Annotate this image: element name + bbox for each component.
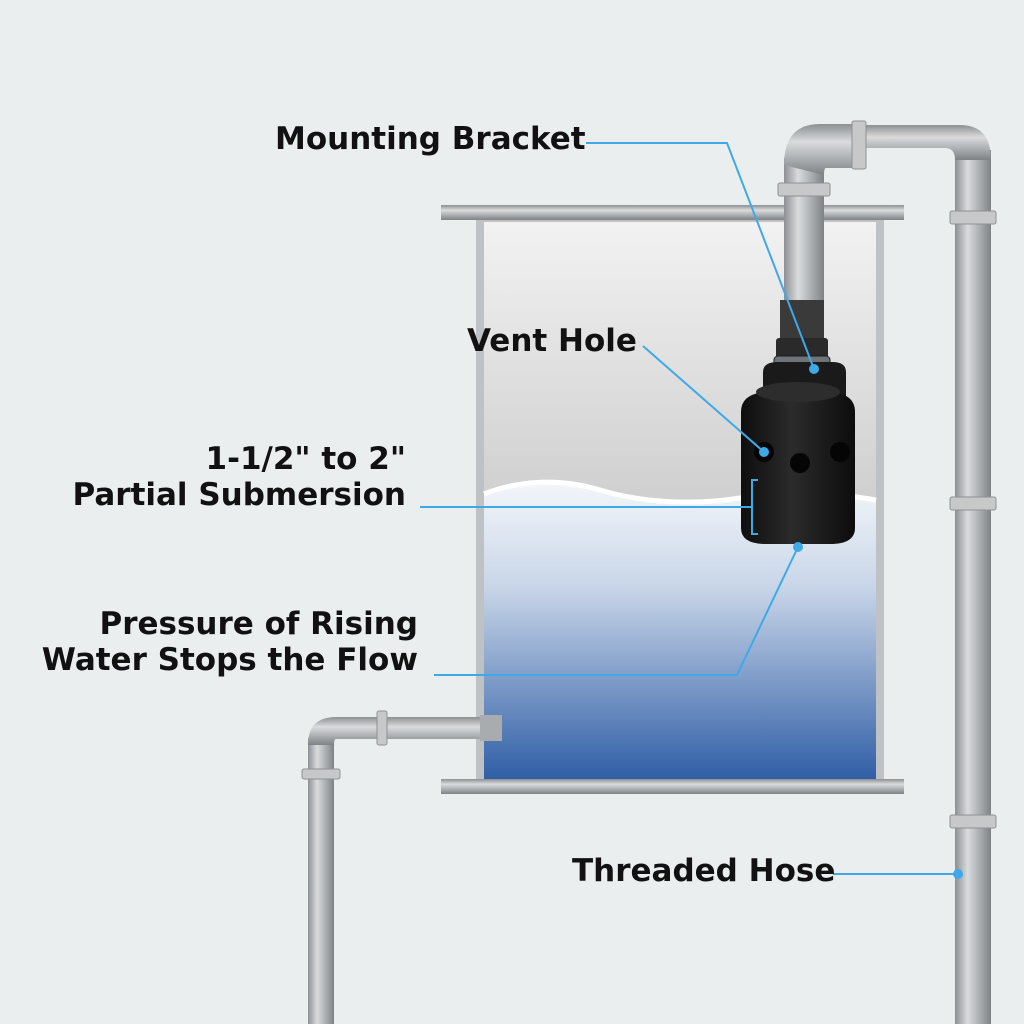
label-submersion-line2: Partial Submersion [72, 477, 406, 513]
float-valve [741, 300, 855, 544]
dot-threaded-hose [953, 869, 963, 879]
tank-top-rim [441, 205, 904, 220]
mounting-pipe [777, 120, 867, 306]
water [484, 482, 876, 780]
leader-vent-hole [642, 345, 765, 453]
dot-mounting-bracket [809, 364, 819, 374]
label-threaded-hose: Threaded Hose [572, 853, 836, 889]
inlet-pipe [301, 710, 502, 1024]
label-pressure-line1: Pressure of Rising [99, 606, 418, 642]
mounting-bracket [780, 300, 824, 342]
leader-dots [759, 364, 963, 879]
label-pressure: Pressure of Rising Water Stops the Flow [40, 606, 418, 678]
leader-lines [420, 142, 957, 875]
label-submersion-line1: 1-1/2" to 2" [205, 441, 406, 477]
dot-pressure [793, 542, 803, 552]
label-pressure-line2: Water Stops the Flow [41, 642, 418, 678]
label-vent-hole: Vent Hole [467, 323, 637, 359]
label-partial-submersion: 1-1/2" to 2" Partial Submersion [60, 441, 406, 513]
tank-bottom-rim [441, 779, 904, 794]
leader-mounting-bracket [586, 142, 815, 370]
dot-vent-hole [759, 447, 769, 457]
threaded-hose-pipe [855, 125, 997, 1024]
label-mounting-bracket: Mounting Bracket [275, 121, 586, 157]
leader-pressure [434, 546, 799, 676]
